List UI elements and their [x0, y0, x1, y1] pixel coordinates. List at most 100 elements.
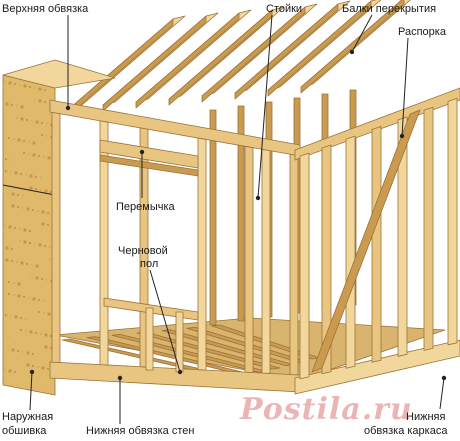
osb-texture-fleck [7, 192, 9, 194]
osb-texture-fleck [31, 352, 35, 356]
osb-texture-fleck [31, 364, 35, 368]
back-stud [209, 109, 217, 326]
back-frame [209, 89, 357, 326]
osb-texture-fleck [41, 210, 45, 214]
osb-texture-fleck [7, 336, 9, 338]
osb-texture-fleck [22, 139, 26, 143]
osb-texture-fleck [49, 346, 53, 350]
osb-texture-fleck [26, 207, 30, 211]
osb-texture-fleck [32, 297, 36, 301]
osb-texture-fleck [44, 345, 48, 349]
leader-floor-beams [351, 14, 373, 53]
leader-subfloor [149, 269, 181, 373]
floor-beam-side [135, 12, 240, 109]
side-stud [299, 152, 310, 380]
osb-texture-fleck [19, 84, 21, 86]
osb-texture-fleck [17, 282, 21, 286]
osb-texture-fleck [34, 175, 38, 179]
osb-texture-fleck [26, 351, 30, 355]
osb-texture-fleck [38, 99, 42, 103]
osb-texture-fleck [4, 81, 6, 83]
osb-texture-fleck [49, 246, 51, 248]
osb-texture-fleck [11, 192, 15, 196]
osb-texture-fleck [4, 369, 6, 371]
label-brace: Распорка [398, 26, 446, 38]
osb-texture-fleck [37, 310, 41, 314]
osb-texture-fleck [10, 159, 12, 161]
label-top-plate: Верхняя обвязка [2, 3, 89, 15]
osb-texture-fleck [46, 135, 48, 137]
label-frame-bottom-2: обвязка каркаса [364, 425, 448, 437]
floor-beam-side [201, 6, 306, 103]
osb-texture-fleck [22, 351, 24, 353]
floor-beam-side [69, 18, 174, 115]
osb-texture-fleck [16, 193, 20, 197]
osb-texture-fleck [23, 84, 27, 88]
osb-texture-fleck [19, 228, 21, 230]
osb-texture-fleck [40, 333, 42, 335]
label-lintel: Перемычка [116, 201, 175, 213]
osb-texture-fleck [11, 204, 15, 208]
osb-texture-fleck [11, 348, 15, 352]
osb-texture-fleck [44, 333, 48, 337]
osb-texture-fleck [34, 187, 38, 191]
side-stud [345, 135, 356, 369]
side-top-plate [294, 87, 460, 161]
osb-texture-fleck [32, 153, 36, 157]
osb-texture-fleck [19, 328, 23, 332]
osb-texture-fleck [20, 117, 24, 121]
osb-texture-fleck [29, 186, 33, 190]
front-stud [244, 145, 254, 373]
osb-texture-fleck [14, 315, 18, 319]
osb-texture-fleck [25, 318, 27, 320]
leader-frame-bottom-dot [441, 375, 447, 381]
leader-lintel-dot [139, 149, 145, 155]
side-stud [321, 144, 332, 375]
back-stud [237, 105, 245, 322]
osb-texture-fleck [34, 243, 36, 245]
leader-sheathing-dot [29, 369, 35, 375]
osb-texture-fleck [41, 366, 45, 370]
floor-beam-side [234, 3, 339, 100]
outer-sheathing-panel [2, 59, 116, 396]
osb-texture-fleck [40, 177, 42, 179]
osb-texture-fleck [49, 190, 53, 194]
osb-texture-fleck [23, 240, 27, 244]
osb-texture-fleck [41, 222, 45, 226]
osb-texture-fleck [38, 87, 42, 91]
osb-texture-fleck [10, 103, 14, 107]
label-sheathing-2: обшивка [2, 425, 47, 437]
label-subfloor-2: пол [140, 258, 159, 270]
osb-texture-fleck [47, 156, 51, 160]
osb-texture-fleck [4, 313, 8, 317]
osb-texture-fleck [13, 82, 17, 86]
lintel-header [99, 139, 199, 169]
osb-texture-fleck [28, 229, 32, 233]
front-stud [51, 111, 61, 363]
osb-texture-fleck [22, 151, 26, 155]
osb-texture-fleck [26, 363, 30, 367]
osb-texture-fleck [20, 105, 24, 109]
osb-texture-fleck [28, 297, 30, 299]
osb-seam [2, 184, 56, 196]
osb-texture-fleck [16, 105, 18, 107]
osb-texture-fleck [5, 258, 9, 262]
front-wall-frame [49, 99, 301, 393]
osb-texture-fleck [17, 138, 21, 142]
osb-texture-fleck [34, 87, 36, 89]
leader-bottom-plate-dot [117, 375, 123, 381]
osb-texture-fleck [19, 316, 23, 320]
osb-texture-fleck [46, 367, 50, 371]
osb-texture-fleck [4, 169, 8, 173]
osb-texture-fleck [19, 172, 23, 176]
front-stud [289, 153, 299, 376]
osb-texture-fleck [7, 136, 11, 140]
watermark: Postila.ru [240, 392, 413, 427]
osb-texture-fleck [8, 225, 12, 229]
leader-sheathing [29, 371, 33, 411]
label-bottom-plate: Нижняя обвязка стен [86, 425, 195, 437]
osb-texture-fleck [17, 294, 21, 298]
leader-top-plate-dot [65, 105, 71, 111]
front-top-plate [49, 99, 301, 157]
